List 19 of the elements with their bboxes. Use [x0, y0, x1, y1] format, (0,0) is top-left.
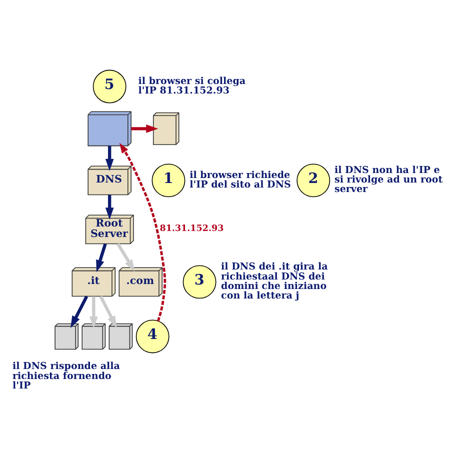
- edge-label: 81.31.152.93: [160, 223, 224, 234]
- node-label: il DNS dei .it gira la richiestaal DNS dei domini che iniziano con la lettera j: [221, 261, 328, 301]
- node-circle: 2: [296, 163, 330, 197]
- node-label: il browser richiede l'IP del sito al DNS: [190, 169, 291, 190]
- node-circle: 4: [136, 319, 170, 353]
- node-label: il browser si collega l'IP 81.31.152.93: [138, 75, 246, 96]
- arrow: [105, 194, 114, 220]
- arrow: [105, 145, 114, 170]
- node-circle: 1: [152, 163, 186, 197]
- arrow: [89, 296, 98, 328]
- arrow: [131, 124, 158, 132]
- node-label: il DNS non ha l'IP e si rivolge ad un root server: [334, 164, 443, 195]
- node-circle: 3: [182, 264, 216, 298]
- arrow: [99, 295, 117, 328]
- node-label: il DNS risponde alla richiesta fornendo l'IP: [12, 360, 120, 391]
- node-circle: 5: [92, 69, 126, 103]
- arrow: [96, 242, 107, 272]
- arrow: [116, 242, 135, 272]
- arrow: [119, 142, 166, 321]
